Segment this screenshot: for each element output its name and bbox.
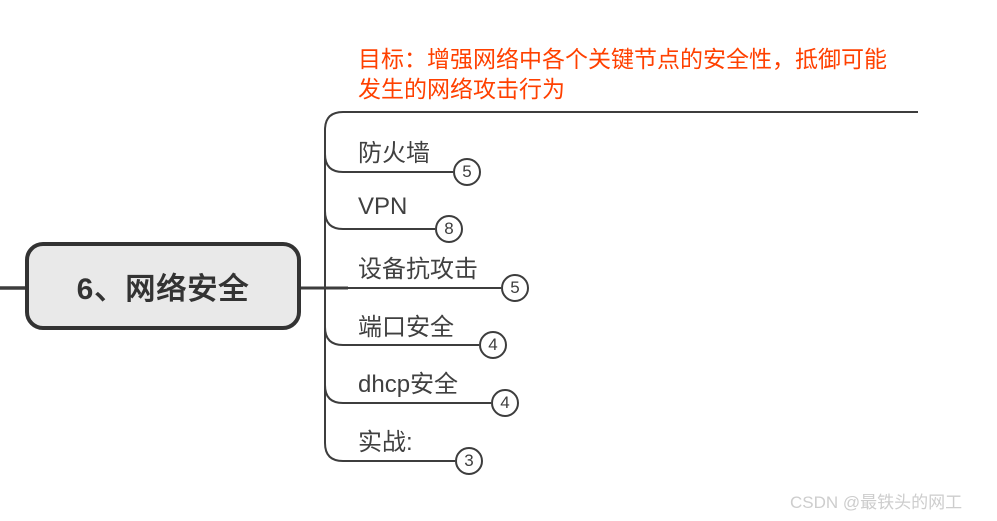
child-count-badge-vpn[interactable]: 8	[435, 215, 463, 243]
child-count-badge-dhcp-security[interactable]: 4	[491, 389, 519, 417]
goal-note-line1: 目标：增强网络中各个关键节点的安全性，抵御可能	[358, 46, 887, 72]
branch-topic-firewall[interactable]: 防火墙	[358, 140, 430, 167]
branch-line-dhcp-security	[324, 384, 491, 404]
branch-line-firewall	[324, 153, 453, 173]
child-count-badge-device-anti-attack[interactable]: 5	[501, 274, 529, 302]
branch-topic-vpn[interactable]: VPN	[358, 193, 408, 220]
child-count-badge-firewall[interactable]: 5	[453, 158, 481, 186]
goal-note-line2: 发生的网络攻击行为	[358, 76, 565, 102]
csdn-watermark: CSDN @最铁头的网工	[790, 493, 963, 512]
child-count-badge-port-security[interactable]: 4	[479, 331, 507, 359]
child-count-badge-practice[interactable]: 3	[455, 447, 483, 475]
branch-topic-dhcp-security[interactable]: dhcp安全	[358, 371, 459, 398]
branch-topic-practice[interactable]: 实战:	[358, 429, 413, 456]
branch-topic-port-security[interactable]: 端口安全	[358, 314, 454, 341]
branch-line-port-security	[324, 326, 479, 346]
root-topic-label: 6、网络安全	[76, 273, 250, 306]
root-topic-network-security[interactable]: 6、网络安全	[25, 242, 301, 330]
trunk-line	[324, 111, 918, 462]
branch-line-vpn	[324, 210, 435, 230]
goal-note[interactable]: 目标：增强网络中各个关键节点的安全性，抵御可能 发生的网络攻击行为	[358, 44, 958, 104]
branch-topic-device-anti-attack[interactable]: 设备抗攻击	[358, 256, 478, 283]
